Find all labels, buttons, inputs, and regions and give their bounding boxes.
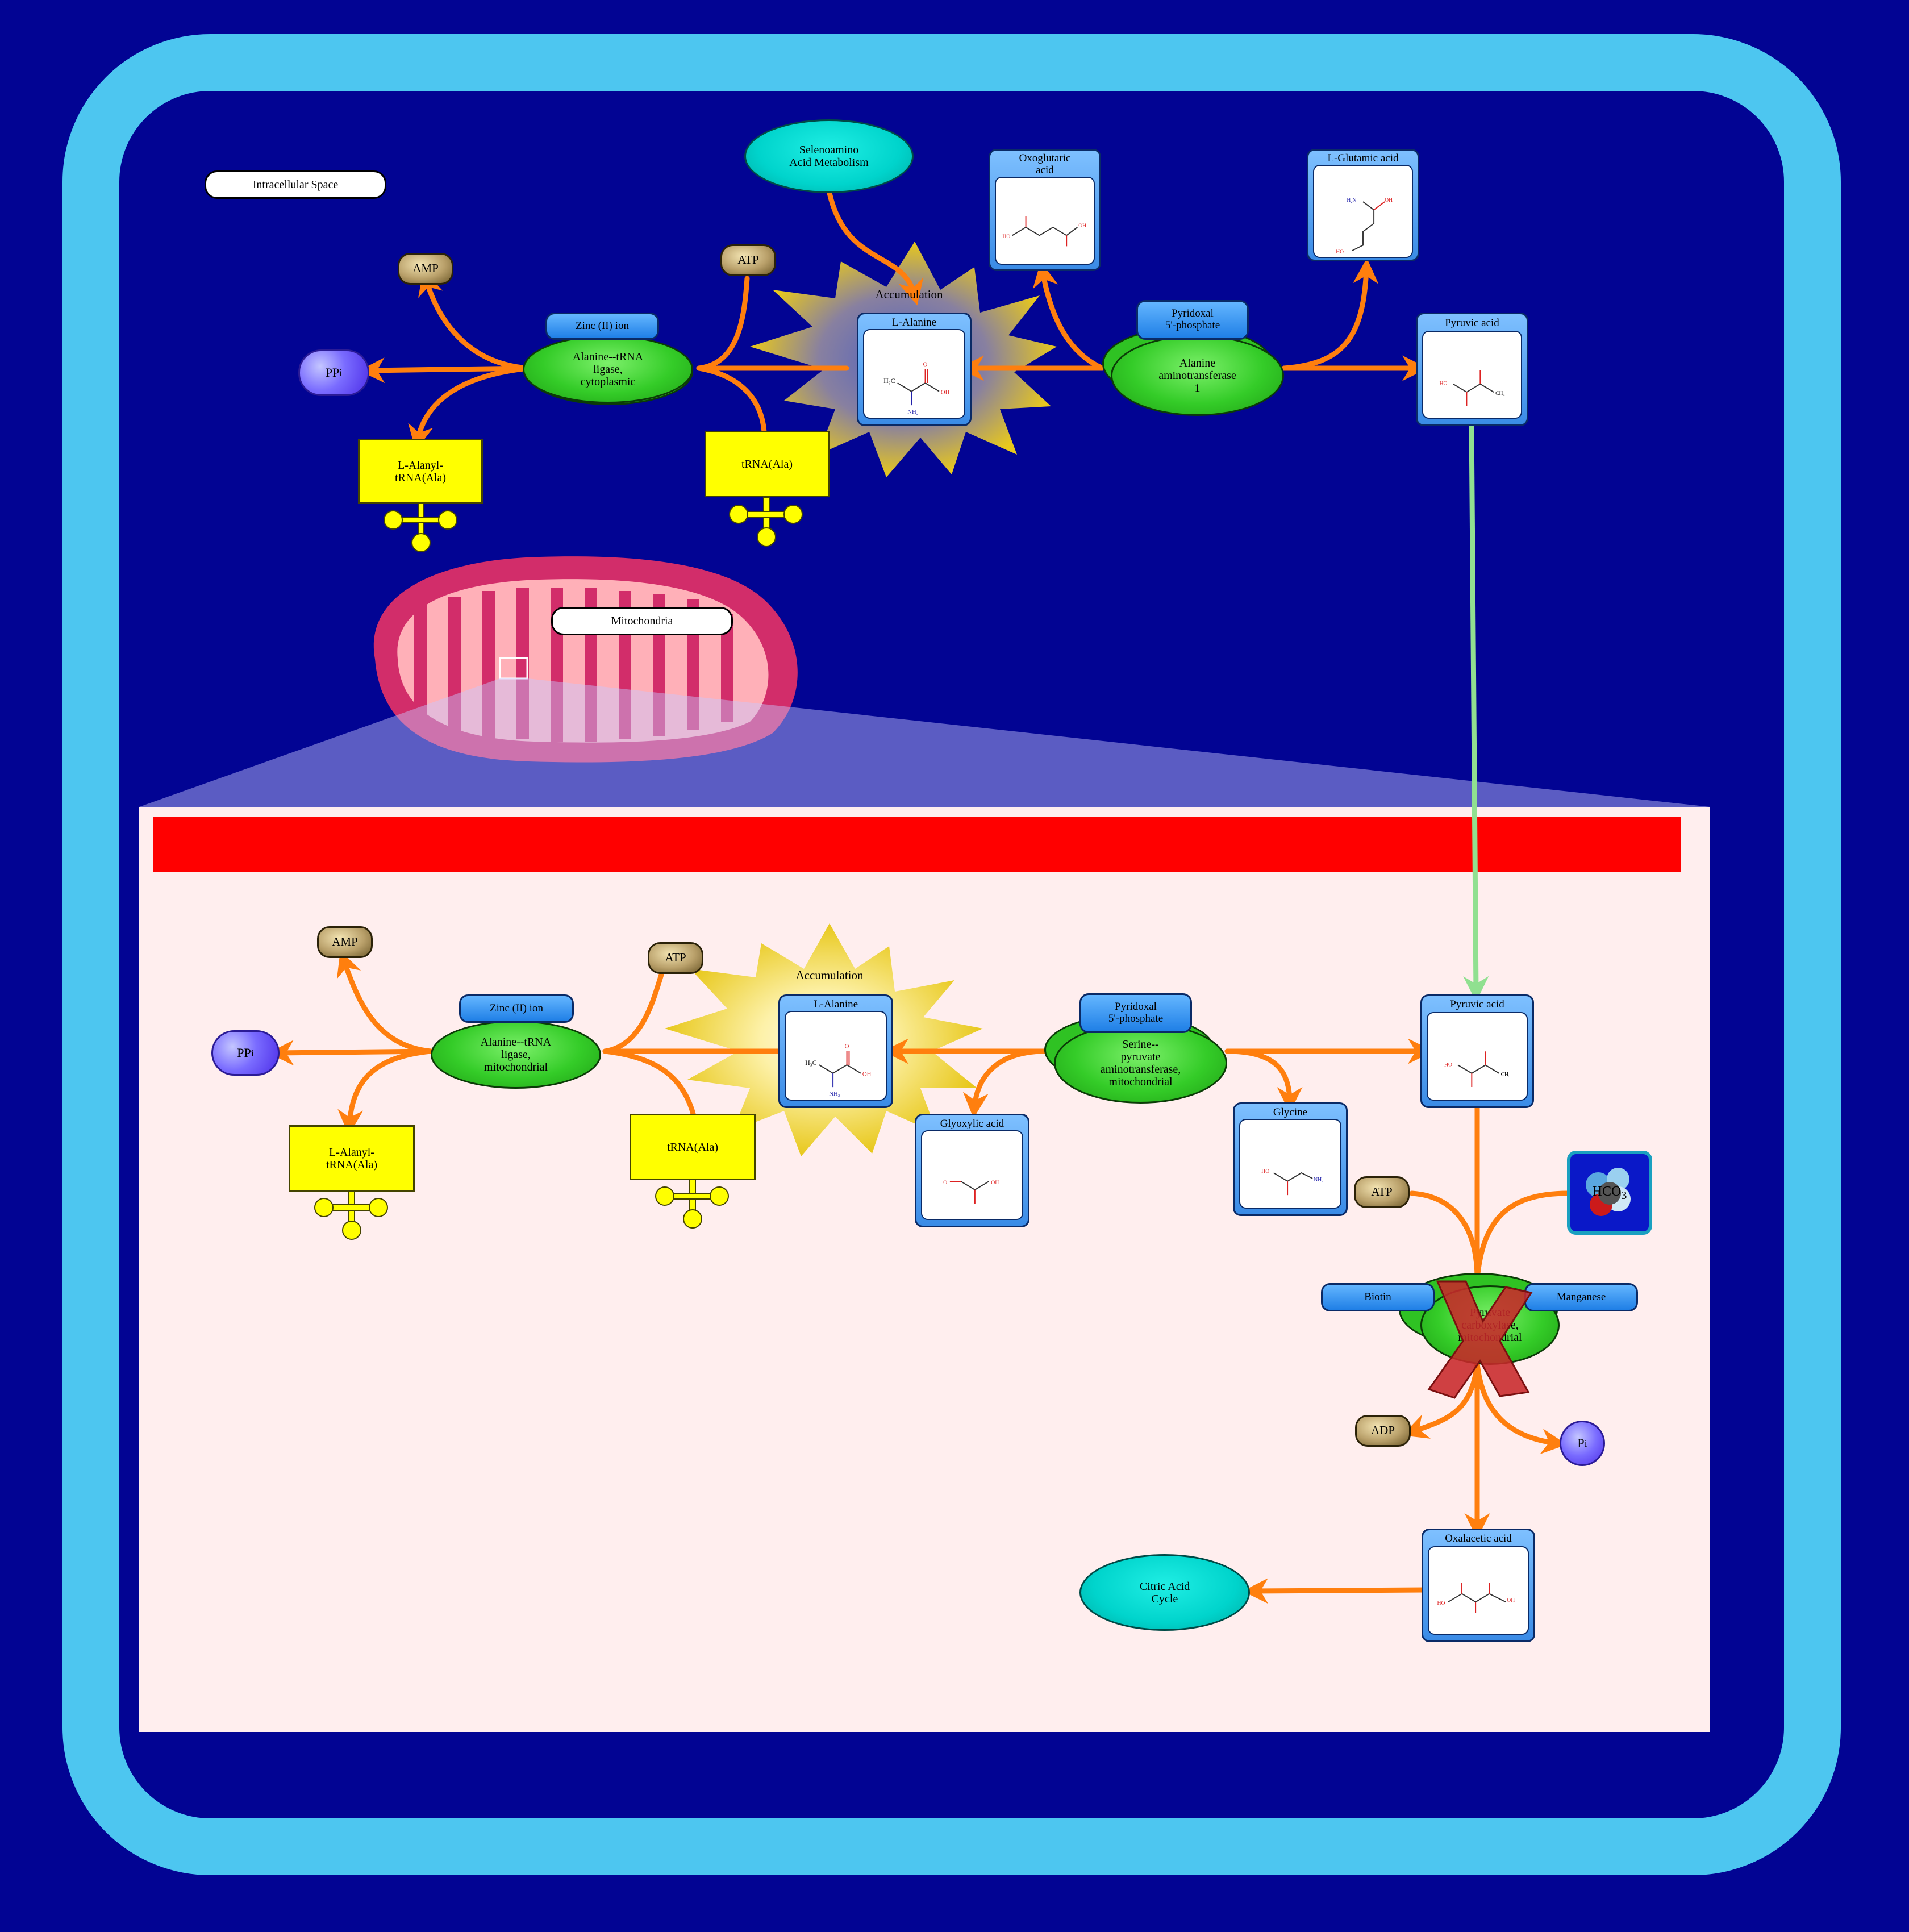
svg-text:O: O [943,1180,947,1186]
cyto-selenoamino-pathway[interactable]: Selenoamino Acid Metabolism [744,119,914,193]
mito-glycine-structure: HO NH₂ [1239,1119,1341,1209]
svg-text:HO: HO [1437,1601,1445,1607]
svg-text:OH: OH [941,389,950,396]
svg-text:HO: HO [1440,381,1448,387]
cyto-pyruvic-acid[interactable]: Pyruvic acid HO CH₃ [1416,313,1528,426]
cyto-l-alanine-title: L-Alanine [891,316,937,328]
mito-hco3[interactable]: HCO3 [1567,1151,1652,1235]
mito-amp[interactable]: AMP [317,926,373,958]
svg-text:HO: HO [1336,249,1344,255]
cyto-plp-cofactor[interactable]: Pyridoxal 5'-phosphate [1136,300,1249,340]
mito-pyruvic-acid[interactable]: Pyruvic acid HO CH₃ [1420,994,1534,1108]
cyto-l-glutamic-structure: H₂N OH HO [1313,164,1413,259]
mito-serine-pyruvate-aminotransferase[interactable]: Serine-- pyruvate aminotransferase, mito… [1054,1023,1227,1104]
svg-text:CH₃: CH₃ [1501,1072,1511,1078]
cyto-pyruvic-title: Pyruvic acid [1445,317,1499,330]
red-bar [153,817,1681,872]
cyto-amp[interactable]: AMP [398,253,453,285]
cyto-accumulation-label: Accumulation [875,288,943,302]
mito-l-alanine[interactable]: L-Alanine H₃C OH O NH₂ [778,994,893,1108]
svg-text:OH: OH [1385,197,1393,203]
cyto-ppi-label: PP [325,365,340,380]
svg-text:NH₂: NH₂ [1314,1177,1324,1183]
cyto-oxoglutaric-structure: HO OH [995,176,1095,265]
mito-glyoxylic-structure: O OH [921,1130,1023,1220]
svg-text:O: O [845,1043,849,1050]
mito-ppi-sub: i [251,1047,254,1059]
mito-trna-ala[interactable]: tRNA(Ala) [630,1114,756,1180]
cyto-atp[interactable]: ATP [720,244,776,276]
svg-text:OH: OH [1507,1598,1515,1604]
mito-citric-acid-cycle[interactable]: Citric Acid Cycle [1079,1554,1250,1631]
intracellular-space-label: Intracellular Space [205,170,386,199]
svg-text:NH₂: NH₂ [907,409,919,415]
mito-glyoxylic-acid[interactable]: Glyoxylic acid O OH [915,1114,1029,1227]
mito-l-alanyl-trna[interactable]: L-Alanyl- tRNA(Ala) [289,1125,415,1192]
svg-text:H₃C: H₃C [805,1059,817,1067]
cyto-l-glutamic-acid[interactable]: L-Glutamic acid H₂N OH HO [1307,149,1419,261]
mitochondria-label: Mitochondria [551,607,733,635]
svg-text:HO: HO [1261,1168,1269,1175]
mito-glycine[interactable]: Glycine HO NH₂ [1233,1102,1348,1216]
svg-text:H₂N: H₂N [1347,197,1356,203]
cyto-zinc-cofactor[interactable]: Zinc (II) ion [545,313,659,340]
cyto-l-glutamic-title: L-Glutamic acid [1327,152,1399,164]
svg-text:HO: HO [1002,234,1010,240]
mito-ppi-label: PP [237,1045,251,1060]
svg-text:CH₃: CH₃ [1495,390,1505,397]
cyto-l-alanyl-trna[interactable]: L-Alanyl- tRNA(Ala) [358,439,483,504]
mito-alanyl-trna-stem [314,1190,388,1240]
mito-l-alanine-structure: H₃C OH O NH₂ [785,1011,887,1101]
cyto-oxoglutaric-acid[interactable]: Oxoglutaric acid HO OH [989,149,1101,271]
svg-text:OH: OH [862,1071,872,1078]
mito-glycine-title: Glycine [1273,1106,1308,1118]
mito-oxalacetic-title: Oxalacetic acid [1445,1533,1512,1545]
mito-alanine-trna-ligase[interactable]: Alanine--tRNA ligase, mitochondrial [431,1021,601,1089]
mito-atp[interactable]: ATP [648,942,703,974]
mito-glyoxylic-title: Glyoxylic acid [940,1117,1004,1130]
mito-trna-stem [655,1179,729,1229]
cyto-pyruvic-structure: HO CH₃ [1422,331,1522,419]
svg-text:O: O [923,361,928,368]
mito-pi-sub: i [1584,1437,1587,1449]
zoom-projection [139,678,1710,807]
cyto-alanyl-trna-stem [384,502,457,552]
mito-biotin-cofactor[interactable]: Biotin [1321,1283,1435,1311]
mito-pi-label: P [1577,1435,1585,1450]
mito-plp-cofactor[interactable]: Pyridoxal 5'-phosphate [1079,993,1192,1033]
cyto-alanine-aminotransferase[interactable]: Alanine aminotransferase 1 [1111,335,1284,416]
mito-zinc-cofactor[interactable]: Zinc (II) ion [459,994,574,1023]
cyto-alanine-trna-ligase[interactable]: Alanine--tRNA ligase, cytoplasmic [523,335,693,403]
cyto-trna-stem [729,497,803,547]
cyto-ppi-sub: i [339,367,343,378]
svg-text:NH₂: NH₂ [829,1090,840,1097]
mito-pyruvic-title: Pyruvic acid [1450,998,1504,1011]
cyto-l-alanine-structure: H₃C OH O NH₂ [863,329,965,419]
cell-membrane [62,34,1841,1875]
svg-text:OH: OH [991,1180,999,1186]
cyto-l-alanine[interactable]: L-Alanine H₃C OH O NH₂ [857,313,972,426]
svg-text:H₃C: H₃C [883,377,895,385]
mito-l-alanine-title: L-Alanine [813,998,858,1010]
cyto-oxoglutaric-title: Oxoglutaric acid [1019,152,1071,176]
mito-oxalacetic-acid[interactable]: Oxalacetic acid HO OH [1422,1529,1535,1642]
hco3-label: HCO3 [1592,1184,1627,1202]
svg-text:OH: OH [1078,223,1086,229]
svg-text:HO: HO [1444,1062,1452,1068]
hco3-molecule-icon [1586,1168,1631,1216]
mito-oxalacetic-structure: HO OH [1428,1546,1529,1635]
inhibition-x-icon [1427,1280,1533,1399]
mito-atp-2[interactable]: ATP [1354,1176,1410,1208]
cyto-trna-ala[interactable]: tRNA(Ala) [705,431,830,497]
mito-accumulation-label: Accumulation [795,968,864,982]
mito-pyruvic-structure: HO CH₃ [1427,1011,1528,1101]
mito-manganese-cofactor[interactable]: Manganese [1524,1283,1638,1311]
mito-adp[interactable]: ADP [1355,1415,1411,1447]
